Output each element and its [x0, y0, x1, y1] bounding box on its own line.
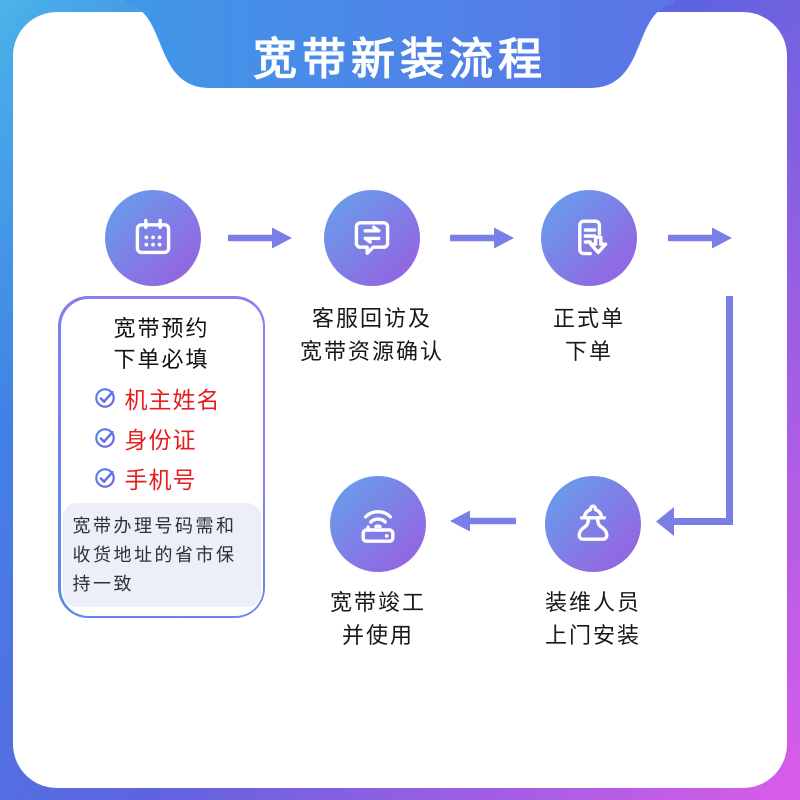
page-title: 宽带新装流程 — [253, 35, 547, 84]
checklist-item-id-card: 身份证 — [93, 423, 263, 453]
step-2-label: 客服回访及 宽带资源确认 — [299, 306, 444, 364]
step-5-label: 宽带竣工 并使用 — [329, 590, 426, 648]
required-info-box: 宽带预约 下单必填 机主姓名 身份证 — [58, 296, 265, 618]
checklist-item-owner-name: 机主姓名 — [93, 383, 263, 413]
title-banner — [126, 0, 674, 88]
check-circle-icon — [94, 428, 115, 448]
arrow-step4-step5 — [450, 510, 516, 532]
connector-down-left-arrow — [656, 296, 733, 536]
step-3-circle — [541, 190, 637, 286]
document-download-icon — [578, 219, 608, 256]
chat-transfer-icon — [354, 221, 390, 255]
step-5-circle — [330, 476, 426, 572]
step-4-label: 装维人员 上门安装 — [544, 590, 641, 648]
step-4-circle — [545, 476, 641, 572]
arrow-step2-step3 — [450, 227, 514, 249]
arrow-step1-step2 — [228, 227, 292, 249]
check-circle-icon — [94, 388, 115, 408]
step-1-circle — [105, 190, 201, 286]
checklist-item-phone-number: 手机号 — [93, 463, 263, 493]
step-3-label: 正式单 下单 — [552, 306, 625, 364]
calendar-icon — [135, 218, 171, 255]
step-2-circle — [324, 190, 420, 286]
arrow-step3-connector — [668, 227, 732, 249]
check-circle-icon — [94, 468, 115, 488]
worker-icon — [577, 504, 609, 541]
note-box: 宽带办理号码需和收货地址的省市保持一致 — [62, 502, 261, 608]
router-wifi-icon — [361, 509, 395, 543]
required-info-title: 宽带预约 下单必填 — [113, 315, 210, 372]
